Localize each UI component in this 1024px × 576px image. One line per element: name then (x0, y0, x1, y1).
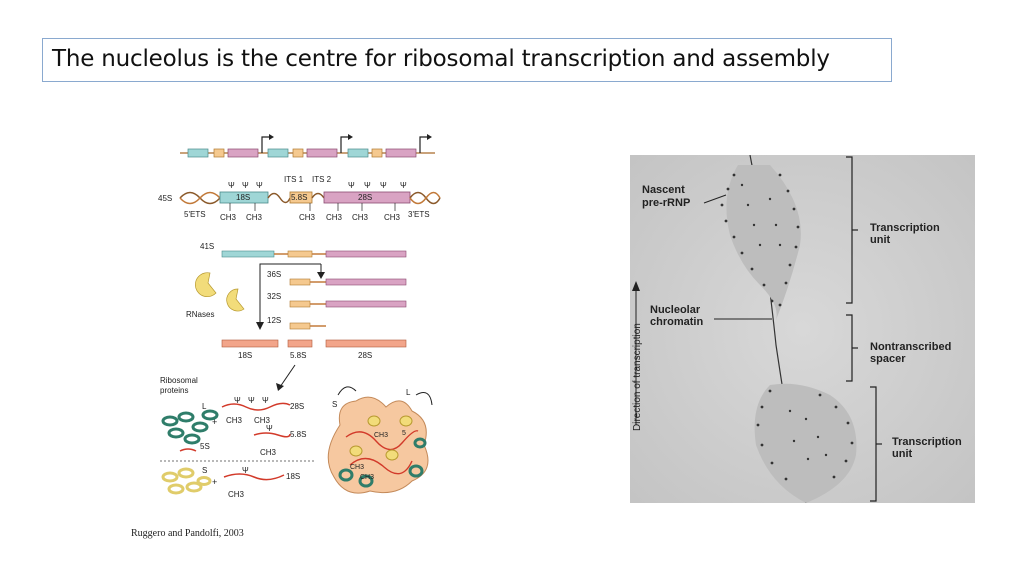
psi-mark: Ψ (364, 181, 371, 190)
ch3-label: CH3 (326, 213, 343, 222)
title-box: The nucleolus is the centre for ribosoma… (42, 38, 892, 82)
label-nucleolar-1: Nucleolar (650, 304, 701, 316)
subunit-assembly: Ribosomal proteins L + Ψ Ψ Ψ 28S CH3 CH3… (160, 376, 316, 499)
mature-rrnas: 18S 5.8S 28S (221, 339, 407, 360)
blob-ch3-label: CH3 (360, 474, 374, 481)
rrna-processing-diagram: ITS 1 ITS 2 45S 18S 5.8S 28S Ψ Ψ Ψ Ψ Ψ Ψ… (158, 134, 441, 499)
label-nascent-1: Nascent (642, 184, 685, 196)
miller-spread-micrograph: Nascent pre-rRNP Nucleolar chromatin Dir… (630, 155, 975, 503)
label-seg-28s: 28S (358, 193, 372, 202)
label-seg-18s: 18S (236, 193, 250, 202)
label-spacer-2: spacer (870, 353, 906, 365)
label-seg-58s: 5.8S (291, 193, 307, 202)
label-blob-l: L (406, 388, 411, 397)
plus-sign: + (212, 477, 217, 487)
upper-transcription-tuft (720, 165, 801, 320)
psi-mark: Ψ (234, 396, 241, 405)
label-nascent-2: pre-rRNP (642, 197, 690, 209)
psi-mark: Ψ (348, 181, 355, 190)
label-ribosomal-proteins-1: Ribosomal (160, 376, 198, 385)
label-its1: ITS 1 (284, 175, 304, 184)
ch3-label: CH3 (384, 213, 401, 222)
label-45s: 45S (158, 194, 172, 203)
label-12s: 12S (267, 316, 281, 325)
psi-mark: Ψ (400, 181, 407, 190)
rdna-gene-array (180, 134, 435, 158)
preribosome-particle: S L CH3 CH3 CH3 5 (327, 386, 433, 494)
label-tu2-2: unit (892, 448, 912, 460)
green-proteins (161, 409, 219, 445)
ch3-label: CH3 (352, 213, 369, 222)
ch3-label: CH3 (220, 213, 237, 222)
psi-mark: Ψ (242, 181, 249, 190)
psi-mark: Ψ (380, 181, 387, 190)
lower-transcription-tuft (754, 383, 857, 503)
label-rnases: RNases (186, 310, 214, 319)
ch3-label: CH3 (260, 448, 277, 457)
label-final-18s: 18S (238, 351, 252, 360)
label-3ets: 3'ETS (408, 210, 430, 219)
psi-mark: Ψ (262, 396, 269, 405)
blob-5-label: 5 (402, 430, 406, 437)
pre-rrna-45s: ITS 1 ITS 2 45S 18S 5.8S 28S Ψ Ψ Ψ Ψ Ψ Ψ… (158, 175, 441, 222)
plus-sign: + (212, 417, 217, 427)
label-41s: 41S (200, 242, 214, 251)
psi-mark: Ψ (242, 466, 249, 475)
label-final-28s: 28S (358, 351, 372, 360)
psi-mark: Ψ (248, 396, 255, 405)
psi-mark: Ψ (256, 181, 263, 190)
label-r5s: 5S (200, 442, 210, 451)
ch3-label: CH3 (228, 490, 245, 499)
psi-mark: Ψ (228, 181, 235, 190)
label-ribosomal-proteins-2: proteins (160, 386, 188, 395)
direction-arrow: Direction of transcription (632, 281, 643, 431)
label-tu2-1: Transcription (892, 436, 962, 448)
yellow-proteins (161, 467, 212, 495)
ch3-label: CH3 (254, 416, 271, 425)
label-small-subunit: S (202, 466, 207, 475)
label-5ets: 5'ETS (184, 210, 206, 219)
ch3-label: CH3 (246, 213, 263, 222)
slide-title: The nucleolus is the centre for ribosoma… (52, 46, 830, 72)
label-direction: Direction of transcription (632, 323, 643, 431)
label-r18s: 18S (286, 472, 300, 481)
label-r58s: 5.8S (290, 430, 306, 439)
rnases-icon: RNases (186, 272, 245, 319)
label-its2: ITS 2 (312, 175, 332, 184)
label-32s: 32S (267, 292, 281, 301)
intermediate-41s: 41S (200, 242, 407, 258)
blob-ch3-label: CH3 (350, 464, 364, 471)
ch3-label: CH3 (226, 416, 243, 425)
label-blob-s: S (332, 400, 337, 409)
label-tu1-2: unit (870, 234, 890, 246)
label-large-subunit: L (202, 402, 207, 411)
ch3-label: CH3 (299, 213, 316, 222)
blob-ch3-label: CH3 (374, 432, 388, 439)
citation: Ruggero and Pandolfi, 2003 (131, 528, 244, 539)
label-final-58s: 5.8S (290, 351, 306, 360)
label-tu1-1: Transcription (870, 222, 940, 234)
label-nucleolar-2: chromatin (650, 316, 703, 328)
label-spacer-1: Nontranscribed (870, 341, 951, 353)
intermediates-36s-32s-12s: 36S 32S 12S (267, 270, 407, 330)
psi-mark: Ψ (266, 424, 273, 433)
label-36s: 36S (267, 270, 281, 279)
label-r28s: 28S (290, 402, 304, 411)
